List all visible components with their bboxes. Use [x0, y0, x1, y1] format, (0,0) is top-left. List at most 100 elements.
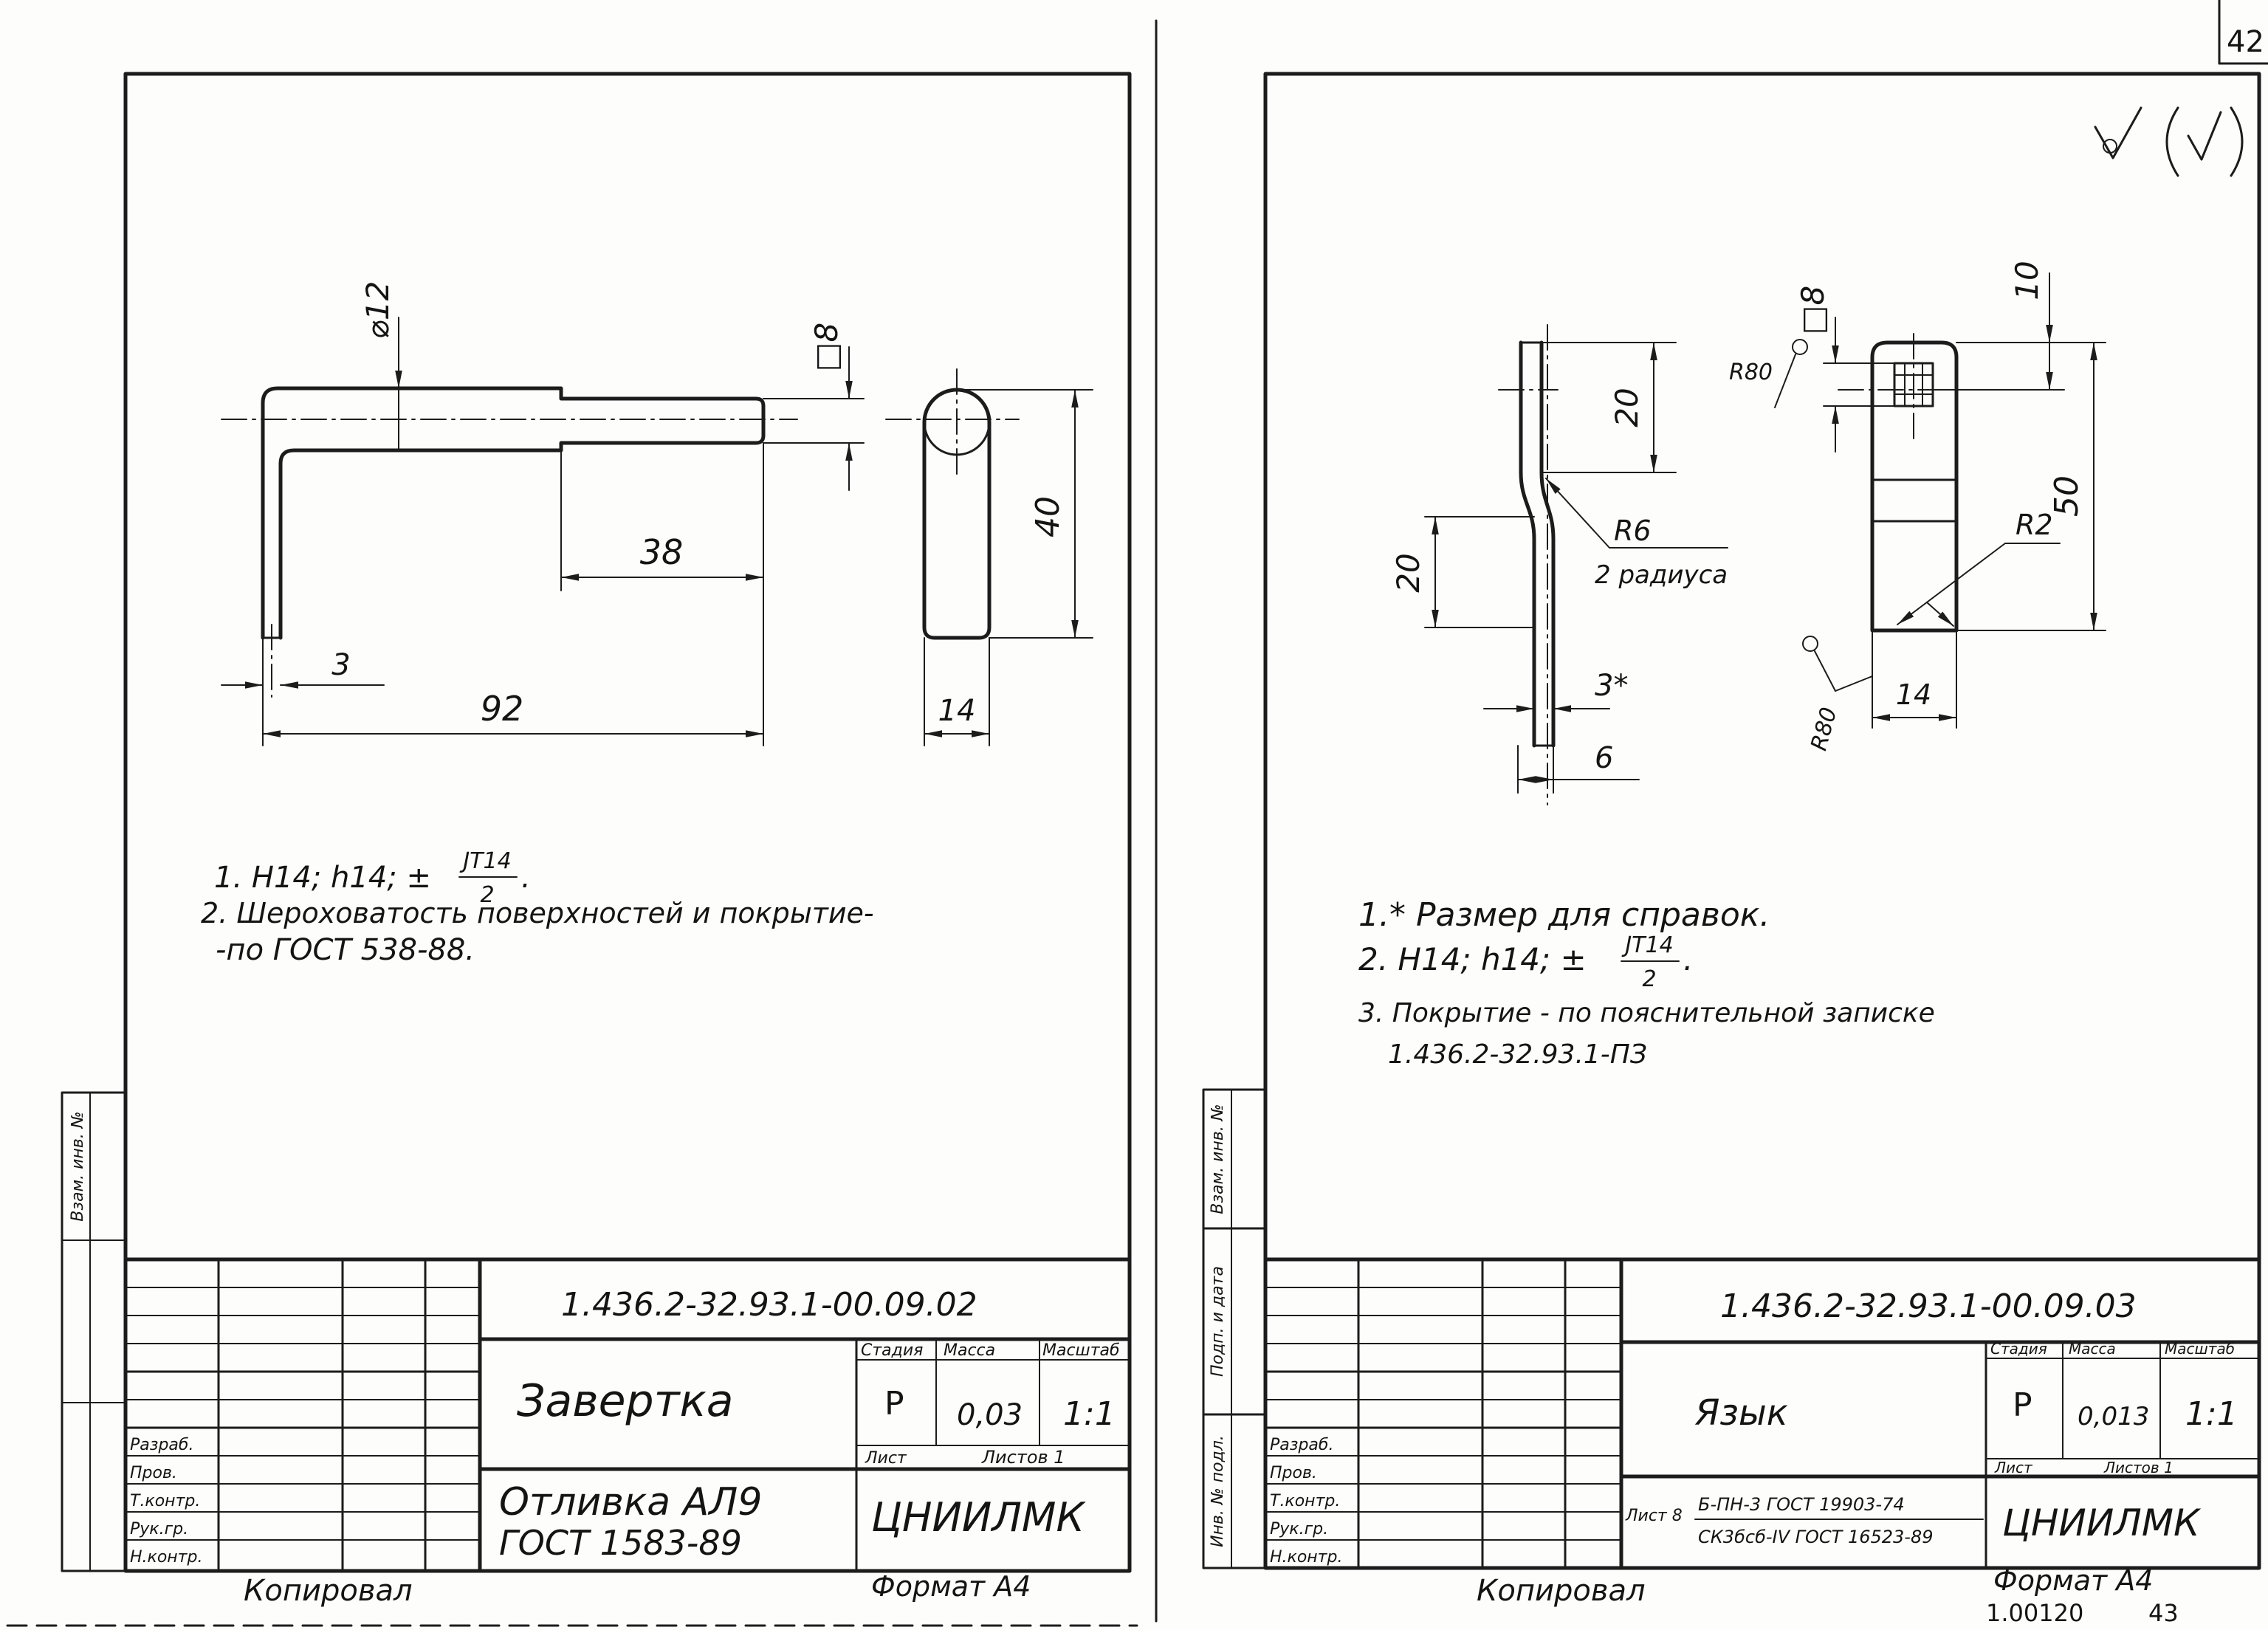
dim-r80-top: R80	[1729, 339, 1808, 408]
archive-code: 1.00120	[1986, 1599, 2083, 1627]
bolt-side-view	[885, 368, 1020, 640]
dim-r2: R2	[1897, 509, 2061, 627]
stage-header: Стадия	[1990, 1340, 2047, 1358]
dim-14-front: 14	[1872, 630, 1957, 729]
dim-50: 50	[1956, 342, 2106, 631]
role-label: Н.контр.	[1270, 1548, 1342, 1567]
dim-3: 3	[221, 648, 385, 689]
role-label: Т.контр.	[130, 1492, 200, 1510]
copied-by-label: Копировал	[1477, 1574, 1646, 1608]
material-prefix: Лист 8	[1625, 1507, 1683, 1525]
left-title-rows	[124, 1287, 481, 1541]
dim-label-sq8: □8	[1795, 286, 1831, 334]
dim-6: 6	[1517, 741, 1640, 794]
left-sheet-frame	[123, 72, 1132, 1573]
organization: ЦНИИЛМК	[2002, 1502, 2202, 1544]
tongue-side-view	[1498, 324, 1559, 805]
note-tolerance-denominator: 2	[480, 882, 494, 908]
stage-value: Р	[884, 1385, 904, 1423]
stage-value: Р	[2013, 1386, 2032, 1424]
dim-label-20-top: 20	[1609, 388, 1645, 427]
dim-label-92: 92	[481, 689, 524, 729]
strip-label-original-inv: Инв. № подл.	[1209, 1435, 1227, 1547]
note-reference-size: 1.* Размер для справок.	[1358, 896, 1770, 934]
dim-label-20-bottom: 20	[1390, 553, 1426, 592]
sheets-count: Листов 1	[981, 1447, 1065, 1468]
dim-label-r6-note: 2 радиуса	[1595, 560, 1728, 590]
right-sheet-frame	[1263, 72, 2261, 1570]
sheet-number: 43	[2148, 1599, 2179, 1627]
note-coating: 3. Покрытие - по пояснительной записке	[1358, 998, 1935, 1028]
note-tolerance: 1. H14; h14; ±	[214, 861, 431, 895]
role-label: Пров.	[130, 1464, 177, 1482]
dim-square-8: □8	[763, 323, 865, 491]
sheets-count: Листов 1	[2103, 1459, 2174, 1476]
dim-r80-bottom: R80	[1802, 636, 1873, 754]
sheet-label: Лист	[1994, 1459, 2033, 1476]
dim-14: 14	[924, 637, 990, 746]
dim-20-top: 20	[1541, 342, 1677, 473]
left-sheet: Взам. инв. № ⌀12 □8 38	[61, 72, 1132, 1608]
copied-by-label: Копировал	[244, 1574, 413, 1608]
note-tolerance-numerator: JT14	[1621, 932, 1673, 958]
note-tolerance-end: .	[521, 861, 531, 895]
document-code: 1.436.2-32.93.1-00.09.03	[1720, 1287, 2137, 1325]
stage-header: Стадия	[861, 1341, 923, 1360]
role-label: Разраб.	[1270, 1436, 1333, 1454]
strip-label-replaced-inv: Взам. инв. №	[1209, 1104, 1227, 1214]
role-label: Т.контр.	[1270, 1492, 1340, 1510]
part-name: Завертка	[517, 1375, 734, 1427]
dim-label-14: 14	[938, 694, 976, 728]
mass-value: 0,03	[957, 1398, 1023, 1432]
dim-38: 38	[560, 442, 764, 746]
material-line1: Отливка АЛ9	[499, 1480, 762, 1524]
role-label: Н.контр.	[130, 1548, 202, 1567]
right-title-rows	[1264, 1287, 1623, 1541]
material-line2: ГОСТ 1583-89	[499, 1523, 742, 1563]
left-title-block: Разраб. Пров. Т.контр. Рук.гр. Н.контр. …	[123, 1257, 1132, 1573]
mass-header: Масса	[2069, 1340, 2116, 1358]
dim-r6: R6 2 радиуса	[1545, 478, 1728, 590]
tongue-front-view	[1838, 333, 1979, 633]
strip-label-replaced-inv: Взам. инв. №	[69, 1111, 87, 1221]
material-line1: Б-ПН-3 ГОСТ 19903-74	[1698, 1494, 1905, 1515]
dim-label-sq8: □8	[808, 323, 845, 371]
scale-value: 1:1	[2185, 1395, 2238, 1433]
dim-label-10: 10	[2009, 261, 2045, 300]
document-code: 1.436.2-32.93.1-00.09.02	[561, 1286, 977, 1324]
bolt-front-view	[221, 386, 798, 698]
dim-40: 40	[959, 389, 1093, 639]
note-tolerance-end: .	[1683, 941, 1693, 977]
dim-92: 92	[262, 637, 764, 746]
dim-10: 10	[1934, 261, 2065, 391]
dim-label-38: 38	[640, 532, 684, 572]
dim-label-3: 3	[331, 648, 350, 682]
dim-label-40: 40	[1029, 496, 1067, 537]
dim-label-dia12: ⌀12	[360, 281, 396, 340]
scale-value: 1:1	[1063, 1395, 1116, 1433]
dim-label-r2: R2	[2016, 509, 2053, 541]
dim-label-14: 14	[1896, 678, 1931, 711]
left-notes: 1. H14; h14; ± JT14 2 . 2. Шероховатость…	[201, 848, 874, 967]
right-binding-strip: Взам. инв. № Подп. и дата Инв. № подл.	[1202, 1088, 1267, 1569]
role-label: Разраб.	[130, 1436, 193, 1454]
scale-header: Масштаб	[2165, 1340, 2235, 1358]
format-label: Формат А4	[871, 1570, 1031, 1603]
note-tolerance-numerator: JT14	[459, 848, 511, 874]
format-label: Формат А4	[1993, 1564, 2153, 1597]
dim-diameter-12: ⌀12	[360, 281, 402, 451]
organization: ЦНИИЛМК	[871, 1494, 1087, 1541]
right-title-block: Разраб. Пров. Т.контр. Рук.гр. Н.контр. …	[1263, 1257, 2261, 1570]
role-label: Рук.гр.	[1270, 1520, 1328, 1538]
dim-label-50: 50	[2048, 475, 2086, 517]
sheet-label: Лист	[865, 1449, 907, 1468]
mass-header: Масса	[944, 1341, 995, 1360]
note-tolerance-denominator: 2	[1642, 966, 1656, 992]
role-label: Рук.гр.	[130, 1520, 188, 1538]
dim-3-reference: 3*	[1483, 669, 1628, 712]
role-label: Пров.	[1270, 1464, 1317, 1482]
dim-20-bottom: 20	[1390, 516, 1535, 628]
mass-value: 0,013	[2078, 1402, 2149, 1431]
roughness-symbol	[2094, 106, 2244, 177]
